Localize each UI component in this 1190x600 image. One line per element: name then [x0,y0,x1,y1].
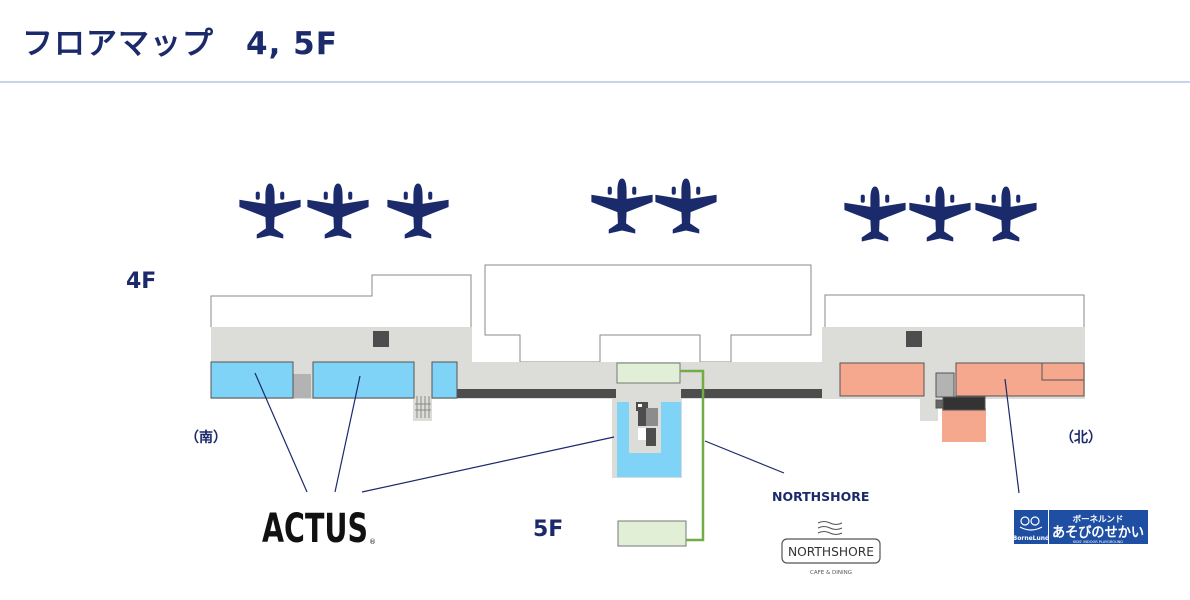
center-core [629,400,661,453]
walkway-strip [681,389,822,398]
south-wing-outline [210,274,472,327]
walkway-strip [456,389,616,398]
bornelund-name: あそびのせかい [1052,525,1144,541]
airplane-icon [239,183,301,239]
airplane-icon [307,183,369,239]
bornelund-brand-text: BorneLund [1013,535,1050,542]
northshore-area-4f[interactable] [616,362,681,384]
airplane-group-center [591,178,717,234]
northshore-logo-text: NORTHSHORE [788,545,874,559]
airplane-group-south [239,183,449,239]
page-title: フロアマップ 4, 5F [22,26,338,62]
airplane-icon [387,183,449,239]
central-building-outline [484,264,812,363]
direction-label-south: （南） [185,430,227,446]
north-wing-outline [824,294,1085,327]
bornelund-mark-icon [1019,516,1043,531]
airplane-icon [655,178,717,234]
stairs-icon [415,396,431,418]
title-divider [0,81,1190,83]
airplane-icon [844,186,906,242]
leader-lines [254,372,1020,494]
building-outlines [210,264,1085,363]
actus-logo[interactable]: ACTUS ® [262,506,376,552]
registered-mark: ® [369,538,376,546]
bornelund-subtitle: KIDS' INDOOR PLAYGROUND [1073,540,1123,544]
northshore-area-5f[interactable] [617,520,687,547]
airplane-icon [975,186,1037,242]
wave-icon [817,520,843,536]
direction-label-north: （北） [1060,430,1102,446]
airplane-group-north [844,186,1037,242]
bornelund-katakana: ボーネルンド [1073,514,1124,525]
northshore-label: NORTHSHORE [772,489,870,504]
bornelund-area[interactable] [839,362,1085,442]
bornelund-logo[interactable]: BorneLund ボーネルンド あそびのせかい KIDS' INDOOR PL… [1013,510,1148,544]
elevator-icon [373,331,389,347]
elevator-icon [906,331,922,347]
floor-label-4f: 4F [126,269,157,294]
northshore-tagline: CAFE & DINING [810,570,852,576]
airplane-icon [591,178,653,234]
airplane-icon [909,186,971,242]
northshore-logo[interactable]: NORTHSHORE CAFE & DINING [781,520,881,577]
actus-logo-text: ACTUS [262,506,368,552]
floor-connection-route [680,369,705,542]
floor-label-5f: 5F [533,517,564,542]
escalator-block [293,374,311,398]
